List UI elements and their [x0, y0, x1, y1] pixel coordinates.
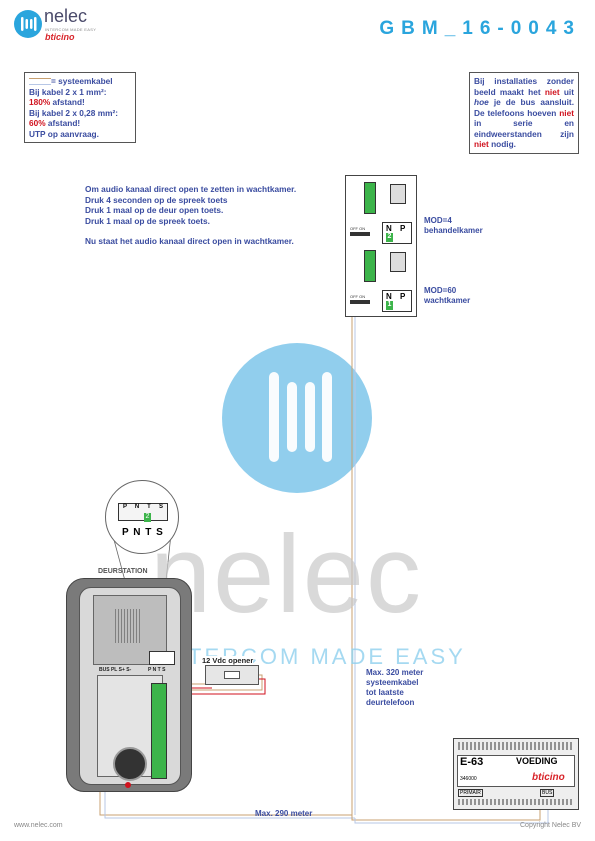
cable-note-line4: 60% afstand!: [29, 118, 81, 128]
handset-behandelkamer: OFF ON N P 2: [348, 178, 412, 244]
supply-bottom-vents: [458, 799, 573, 805]
supply-brand: bticino: [532, 772, 565, 783]
cable-note-line1: Bij kabel 2 x 1 mm²:: [29, 86, 107, 97]
terminal-zoom-circle: P N T S 2 P N T S: [105, 480, 179, 554]
camera-lens-icon: [113, 747, 147, 781]
instruction-line-4: Druk 1 maal op de spreek toets.: [85, 215, 210, 226]
bus-label: BUS PL S+ S-: [99, 667, 132, 673]
zoom-jumper: 2: [144, 513, 151, 522]
supply-top-vents: [458, 742, 573, 750]
supply-primary: PRIMAIR: [458, 789, 483, 797]
cable-note-line2: 180% afstand!: [29, 97, 85, 107]
supply-bus: BUS: [540, 789, 555, 797]
install-note-box: Bij installaties zonder beeld maakt het …: [469, 72, 579, 154]
system-cable-bottom: [99, 790, 549, 824]
handset-terminal-block: [364, 250, 376, 282]
handset-device-icon: [390, 184, 406, 204]
handset-wachtkamer: OFF ON N P 1: [348, 246, 412, 312]
opener-latch-icon: [224, 671, 240, 679]
dip-switch: OFF ON: [350, 294, 370, 304]
range-note: Max. 320 meter systeemkabel tot laatste …: [366, 668, 424, 707]
zoom-terminal-labels: P N T S: [122, 527, 164, 538]
handset-terminal-block: [364, 182, 376, 214]
brand-name: nelec: [44, 6, 88, 26]
watermark-wordmark: nelec: [150, 513, 423, 636]
handset-device-icon: [390, 252, 406, 272]
door-terminal-strip: [149, 651, 175, 665]
zoom-terminal-strip: P N T S: [118, 503, 168, 521]
instruction-line-5: Nu staat het audio kanaal direct open in…: [85, 236, 294, 246]
bars-icon: [21, 17, 37, 31]
cable-note-line3: Bij kabel 2 x 0,28 mm²:: [29, 107, 119, 118]
nelec-logo-mark: [14, 10, 42, 38]
partner-logo: bticino: [45, 32, 75, 42]
watermark-logo-bars: [269, 372, 332, 462]
door-station-label: DEURSTATION: [98, 568, 148, 575]
power-supply: E-63 VOEDING 346000 bticino PRIMAIR BUS: [453, 738, 579, 810]
footer-copyright: Copyright Nelec BV: [520, 822, 582, 829]
document-code: GBM_16-0043: [379, 18, 581, 39]
supply-label-panel: E-63 VOEDING 346000 bticino: [457, 755, 575, 787]
small-terminal-labels: P N T S: [148, 667, 166, 673]
brand-tagline: INTERCOM MADE EASY: [45, 27, 97, 32]
instructions-block: Om audio kanaal direct open te zetten in…: [85, 184, 345, 247]
supply-title: VOEDING: [516, 756, 558, 766]
circuit-board: [151, 683, 167, 779]
cable-note-line5: UTP op aanvraag.: [29, 128, 99, 139]
instruction-line-1: Om audio kanaal direct open te zetten in…: [85, 184, 297, 194]
speaker-grille: [115, 609, 141, 643]
supply-model: E-63: [460, 756, 484, 768]
cable-note-box: = systeemkabel Bij kabel 2 x 1 mm²: 180%…: [24, 72, 136, 143]
instruction-line-3: Druk 1 maal op de deur open toets.: [85, 205, 224, 215]
config-box: N P 1: [382, 290, 412, 312]
jumper-mod: 2: [386, 233, 393, 242]
door-opener: [205, 665, 259, 685]
dip-switch: OFF ON: [350, 226, 370, 236]
instruction-line-2: Druk 4 seconden op de spreek toets: [85, 194, 228, 205]
opener-label: 12 Vdc opener: [202, 656, 254, 665]
config-box: N P 2: [382, 222, 412, 244]
door-station: BUS PL S+ S- P N T S: [66, 578, 192, 792]
door-indicator-icon: [125, 782, 131, 788]
bottom-distance-label: Max. 290 meter: [255, 809, 313, 818]
cable-note-title: = systeemkabel: [29, 76, 131, 87]
supply-code: 346000: [460, 776, 477, 782]
jumper-mod: 1: [386, 301, 393, 310]
footer-website: www.nelec.com: [14, 822, 63, 829]
